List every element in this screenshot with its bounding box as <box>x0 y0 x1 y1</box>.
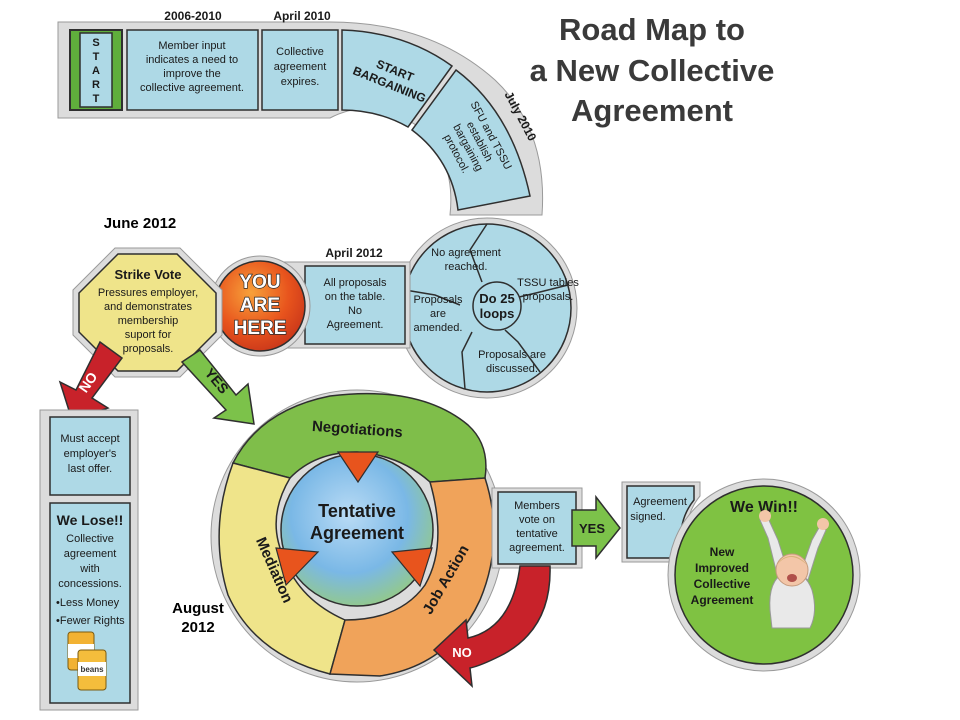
date-april-2012: April 2012 <box>325 246 383 260</box>
bargaining-protocol-box: SFU and TSSU establish bargaining protoc… <box>410 68 531 211</box>
strike-vote-line: suport for <box>125 329 172 341</box>
title-line-3: Agreement <box>571 93 733 128</box>
expires-line: agreement <box>274 61 327 73</box>
you-are-here-marker: YOU ARE HERE <box>209 255 311 357</box>
no-arrow-label: NO <box>452 645 472 660</box>
we-lose-box: We Lose!! Collective agreement with conc… <box>49 502 131 704</box>
we-win-line: Improved <box>695 561 749 575</box>
members-vote-line: vote on <box>519 514 555 526</box>
start-letter: R <box>92 79 100 91</box>
date-june-2012: June 2012 <box>104 215 177 232</box>
all-proposals-line: on the table. <box>325 291 386 303</box>
member-input-line: indicates a need to <box>146 54 238 66</box>
expires-line: Collective <box>276 46 324 58</box>
cycle-arrow <box>336 451 380 484</box>
date-august-2012: 2012 <box>181 619 214 636</box>
negotiations-label: Negotiations <box>311 418 403 441</box>
we-lose-title: We Lose!! <box>57 512 124 528</box>
we-win-line: Collective <box>694 577 751 591</box>
cycle-arrow <box>390 547 433 588</box>
must-accept-line: last offer. <box>68 463 112 475</box>
we-lose-line: concessions. <box>58 578 122 590</box>
job-action-segment <box>329 477 495 677</box>
expires-line: expires. <box>281 76 320 88</box>
must-accept-line: Must accept <box>60 433 119 445</box>
date-2006-2010: 2006-2010 <box>164 9 222 23</box>
discussed-line: Proposals are <box>478 349 546 361</box>
members-vote-box: Members vote on tentative agreement. <box>497 491 577 565</box>
title: Road Map to a New Collective Agreement <box>530 12 775 128</box>
yes-arrow-down: YES <box>180 348 255 425</box>
tentative-agreement-line: Agreement <box>310 523 404 543</box>
all-proposals-line: No <box>348 305 362 317</box>
no-agreement-line: reached. <box>445 261 488 273</box>
discussed-line: discussed. <box>486 363 538 375</box>
amended-line: Proposals <box>414 294 463 306</box>
we-win-line: New <box>710 545 735 559</box>
strike-vote-line: proposals. <box>123 343 174 355</box>
you-are-here-line: ARE <box>240 295 280 316</box>
you-are-here-line: HERE <box>234 318 287 339</box>
yes-arrow-right: YES <box>571 494 621 561</box>
title-line-1: Road Map to <box>559 12 745 47</box>
loops-circle: Do 25 loops No agreement reached. TSSU t… <box>396 217 579 399</box>
we-win-line: Agreement <box>691 593 754 607</box>
members-vote-line: Members <box>514 500 560 512</box>
loops-center-line: Do 25 <box>479 291 514 306</box>
date-april-2010: April 2010 <box>273 9 331 23</box>
strike-vote-title: Strike Vote <box>115 267 182 282</box>
all-proposals-box: All proposals on the table. No Agreement… <box>304 265 406 345</box>
must-accept-box: Must accept employer's last offer. <box>49 416 131 496</box>
cheering-child-image <box>759 510 829 629</box>
members-vote-line: tentative <box>516 528 558 540</box>
we-win-circle: We Win!! New Improved Collective Agreeme… <box>667 478 861 672</box>
must-accept-line: employer's <box>64 448 117 460</box>
amended-line: are <box>430 308 446 320</box>
member-input-box: Member input indicates a need to improve… <box>126 29 259 111</box>
we-lose-line: Collective <box>66 533 114 545</box>
bean-cans-image: beans <box>67 631 107 691</box>
can-label: beans <box>80 665 104 674</box>
agreement-expires-box: Collective agreement expires. <box>261 29 339 111</box>
we-lose-bullet: •Fewer Rights <box>56 615 125 627</box>
amended-line: amended. <box>414 322 463 334</box>
member-input-line: improve the <box>163 68 220 80</box>
we-lose-bullet: •Less Money <box>56 597 120 609</box>
all-proposals-line: Agreement. <box>327 319 384 331</box>
strike-vote-line: and demonstrates <box>104 301 193 313</box>
start-letter: A <box>92 65 100 77</box>
strike-vote-line: Pressures employer, <box>98 287 198 299</box>
tentative-agreement-line: Tentative <box>318 501 396 521</box>
date-august-2012: August <box>172 600 224 617</box>
loops-center-line: loops <box>480 306 515 321</box>
agreement-signed-line: Agreement <box>633 496 687 508</box>
no-arrow-bottom: NO <box>432 565 551 688</box>
start-letter: T <box>93 93 100 105</box>
strike-vote-line: membership <box>118 315 179 327</box>
strike-vote-octagon: Strike Vote Pressures employer, and demo… <box>72 247 223 378</box>
negotiation-cycle: Tentative Agreement Negotiations Mediati… <box>210 389 504 683</box>
start-letter: T <box>93 51 100 63</box>
you-are-here-line: YOU <box>239 272 280 293</box>
title-line-2: a New Collective <box>530 53 775 88</box>
members-vote-line: agreement. <box>509 542 565 554</box>
we-lose-line: with <box>79 563 100 575</box>
start-bargaining-box: START BARGAINING <box>341 29 454 128</box>
agreement-signed-line: signed. <box>630 511 665 523</box>
member-input-line: collective agreement. <box>140 82 244 94</box>
start-letter: S <box>92 37 99 49</box>
tssu-tables-line: TSSU tables <box>517 277 579 289</box>
yes-arrow-label: YES <box>579 521 605 536</box>
start-box: S T A R T <box>69 29 123 111</box>
member-input-line: Member input <box>158 40 225 52</box>
all-proposals-line: All proposals <box>324 277 387 289</box>
we-win-title: We Win!! <box>730 499 798 516</box>
cycle-arrow <box>275 547 320 587</box>
tssu-tables-line: proposals. <box>523 291 574 303</box>
no-agreement-line: No agreement <box>431 247 501 259</box>
we-lose-line: agreement <box>64 548 117 560</box>
